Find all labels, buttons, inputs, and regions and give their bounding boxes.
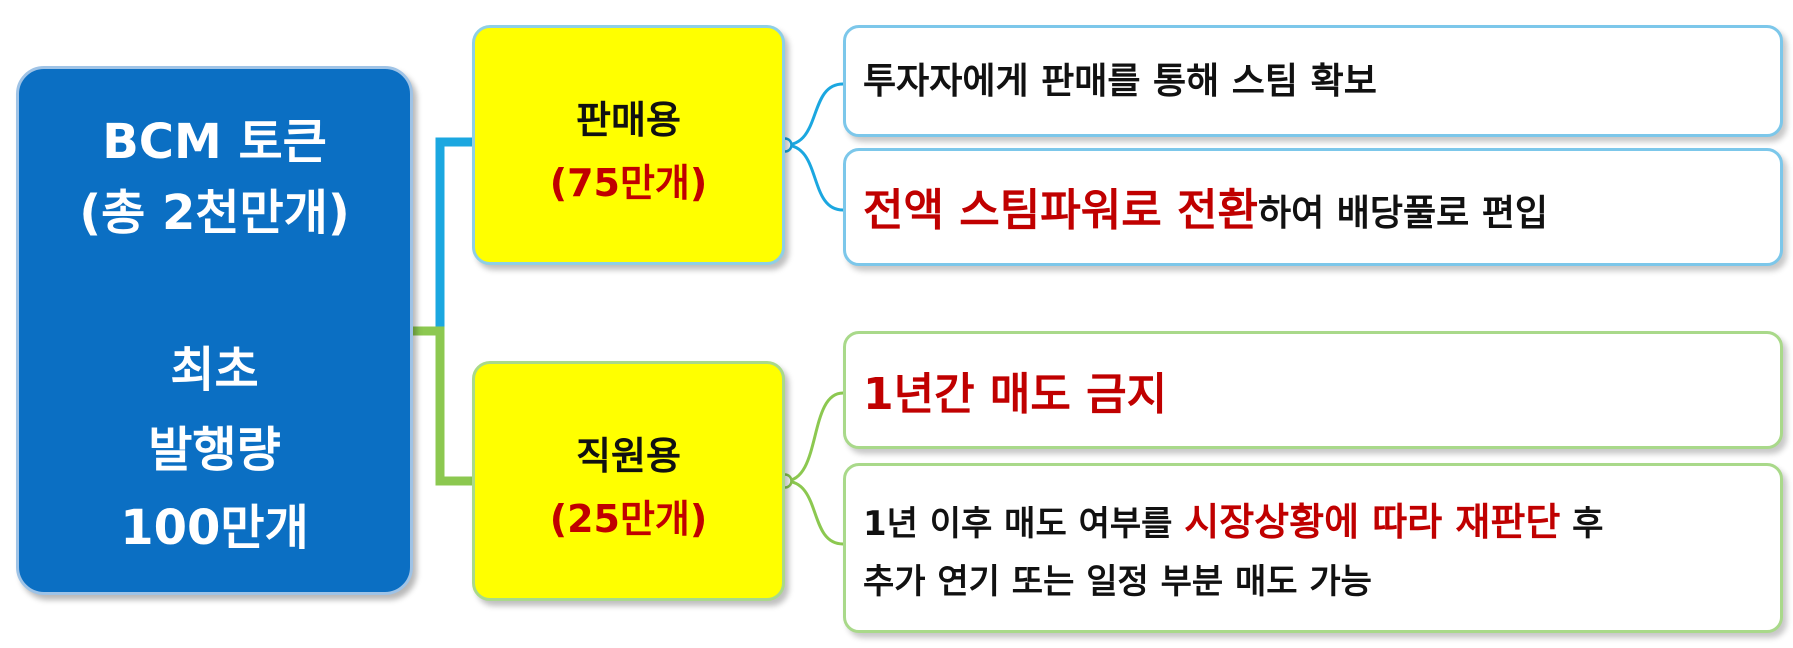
category-node-staff: 직원용 (25만개) (472, 361, 785, 601)
leaf-highlight-text: 전액 스팀파워로 전환 (863, 185, 1258, 236)
root-initial-label: 최초 (170, 342, 259, 398)
leaf-text: 투자자에게 판매를 통해 스팀 확보 (863, 60, 1377, 104)
root-total-supply: (총 2천만개) (79, 185, 350, 241)
connector-root-to-sale (413, 137, 472, 336)
leaf-text-line-1: 1년 이후 매도 여부를 시장상황에 따라 재판단 후 (863, 497, 1603, 549)
leaf-plain-text: 투자자에게 판매를 통해 스팀 확보 (863, 61, 1377, 102)
leaf-staff-reevaluate: 1년 이후 매도 여부를 시장상황에 따라 재판단 후 추가 연기 또는 일정 … (843, 463, 1783, 633)
leaf-plain-text: 하여 배당풀로 편입 (1257, 193, 1548, 234)
category-node-sale: 판매용 (75만개) (472, 25, 785, 265)
leaf-highlight-text: 1년간 매도 금지 (863, 369, 1168, 420)
connector-root-to-staff (413, 326, 472, 486)
root-title: BCM 토큰 (102, 114, 327, 170)
root-node-bcm-token: BCM 토큰 (총 2천만개) 최초 발행량 100만개 (16, 66, 413, 595)
connector-sale-to-item-1 (784, 82, 844, 147)
connector-staff-to-item-1 (784, 391, 844, 483)
leaf-text: 1년간 매도 금지 (863, 369, 1167, 421)
leaf-plain-text: 1년 이후 매도 여부를 (863, 504, 1185, 544)
leaf-sale-steem-power: 전액 스팀파워로 전환하여 배당풀로 편입 (843, 148, 1783, 266)
category-count: (25만개) (549, 497, 708, 541)
leaf-staff-sale-ban: 1년간 매도 금지 (843, 331, 1783, 449)
category-name: 판매용 (576, 98, 681, 142)
connector-sale-to-item-2 (784, 143, 844, 212)
leaf-sale-investor-sale: 투자자에게 판매를 통해 스팀 확보 (843, 25, 1783, 137)
leaf-text: 전액 스팀파워로 전환하여 배당풀로 편입 (863, 187, 1548, 238)
leaf-highlight-text: 시장상황에 따라 재판단 (1184, 500, 1561, 544)
root-issuance-label: 발행량 (148, 422, 281, 478)
leaf-plain-text: 후 (1560, 504, 1604, 544)
root-issuance-amount: 100만개 (120, 500, 309, 556)
category-name: 직원용 (576, 434, 681, 478)
leaf-text-line-2: 추가 연기 또는 일정 부분 매도 가능 (863, 562, 1372, 602)
connector-staff-to-item-2 (784, 479, 844, 546)
category-count: (75만개) (549, 161, 708, 205)
